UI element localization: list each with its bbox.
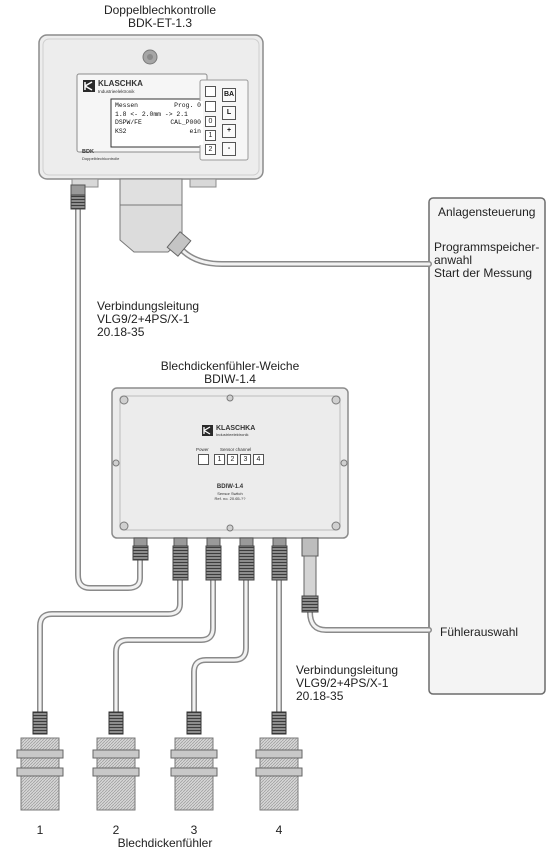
cable-bottom-line-1: Verbindungsleitung	[296, 663, 399, 677]
controller-title: Doppelblechkontrolle	[103, 3, 217, 17]
minus-button[interactable]: -	[222, 142, 236, 156]
side-key-4[interactable]: 1	[205, 130, 216, 141]
display-line-4: KS2 ein	[115, 128, 201, 137]
plant-sensor-select: Fühlerauswahl	[440, 625, 519, 639]
cables	[37, 207, 432, 715]
display-text: ein	[189, 127, 201, 135]
switch-plate-ref: Ref. no. 20.65-??	[214, 496, 246, 501]
display-text: DSPW/FE	[115, 119, 142, 126]
channel-4-indicator: 4	[253, 454, 264, 465]
plus-button[interactable]: +	[222, 124, 236, 138]
plant-title: Anlagensteuerung	[438, 205, 536, 219]
controller-label-sub: Doppelblechkontrolle	[82, 156, 120, 161]
cable-top-line-3: 20.18-35	[97, 325, 145, 339]
sensor-number-1: 1	[36, 823, 44, 837]
cable-top-line-1: Verbindungsleitung	[97, 299, 200, 313]
side-key-5[interactable]: 2	[205, 144, 216, 155]
display-line-1: Messen Prog. 0	[115, 102, 201, 111]
switch-plate-sub: Sensor Switch	[217, 491, 243, 496]
sensor-channel-label: Sensor channel	[220, 447, 252, 452]
side-key-2[interactable]	[205, 101, 216, 112]
sensor-number-4: 4	[275, 823, 283, 837]
controller-display: Messen Prog. 0 1.8 <- 2.0mm -> 2.1 DSPW/…	[113, 101, 203, 145]
sensor-2	[92, 711, 140, 811]
sensor-number-2: 2	[112, 823, 120, 837]
controller-brand: KLASCHKA	[98, 79, 143, 88]
cable-bottom-line-2: VLG9/2+4PS/X-1	[296, 676, 389, 690]
channel-2-indicator: 2	[227, 454, 238, 465]
plant-prog-line-2: anwahl	[434, 253, 473, 267]
cable-bottom-line-3: 20.18-35	[296, 689, 344, 703]
controller-model: BDK-ET-1.3	[127, 16, 193, 30]
power-label: Power	[196, 447, 209, 452]
channel-1-indicator: 1	[214, 454, 225, 465]
l-button[interactable]: L	[222, 106, 236, 120]
switch-connectors	[132, 537, 319, 613]
side-key-3[interactable]: 0	[205, 116, 216, 127]
side-key-1[interactable]	[205, 86, 216, 97]
switch-brand: KLASCHKA	[216, 425, 256, 432]
sensor-1	[16, 711, 64, 811]
display-text: Prog. 0	[174, 102, 201, 109]
sensor-4	[255, 711, 303, 811]
controller-label: BDK	[82, 149, 94, 155]
switch-brand-sub: Industrieelektronik	[216, 432, 249, 437]
power-indicator	[198, 454, 209, 465]
display-text: KS2	[115, 127, 127, 135]
sensor-3	[170, 711, 218, 811]
display-text: 1.8 <- 2.0mm -> 2.1	[115, 110, 188, 118]
sensor-number-3: 3	[190, 823, 198, 837]
controller-connector-left	[70, 184, 86, 210]
switch-title: Blechdickenfühler-Weiche	[160, 359, 300, 373]
plant-prog-line-1: Programmspeicher-	[434, 240, 540, 254]
ba-button[interactable]: BA	[222, 88, 236, 102]
display-line-3: DSPW/FE CAL_P000	[115, 119, 201, 128]
sensors-caption: Blechdickenfühler	[117, 836, 213, 850]
cable-top-line-2: VLG9/2+4PS/X-1	[97, 312, 190, 326]
display-text: Messen	[115, 102, 139, 109]
display-line-2: 1.8 <- 2.0mm -> 2.1	[115, 111, 201, 120]
channel-3-indicator: 3	[240, 454, 251, 465]
display-text: CAL_P000	[170, 119, 201, 126]
controller-brand-sub: Industrieelektronik	[98, 89, 135, 94]
switch-model: BDIW-1.4	[204, 372, 256, 386]
plant-prog-line-3: Start der Messung	[434, 266, 533, 280]
switch-plate-model: BDIW-1.4	[216, 484, 244, 490]
plant-control-box	[428, 197, 546, 695]
controller-plug-right	[119, 178, 192, 257]
